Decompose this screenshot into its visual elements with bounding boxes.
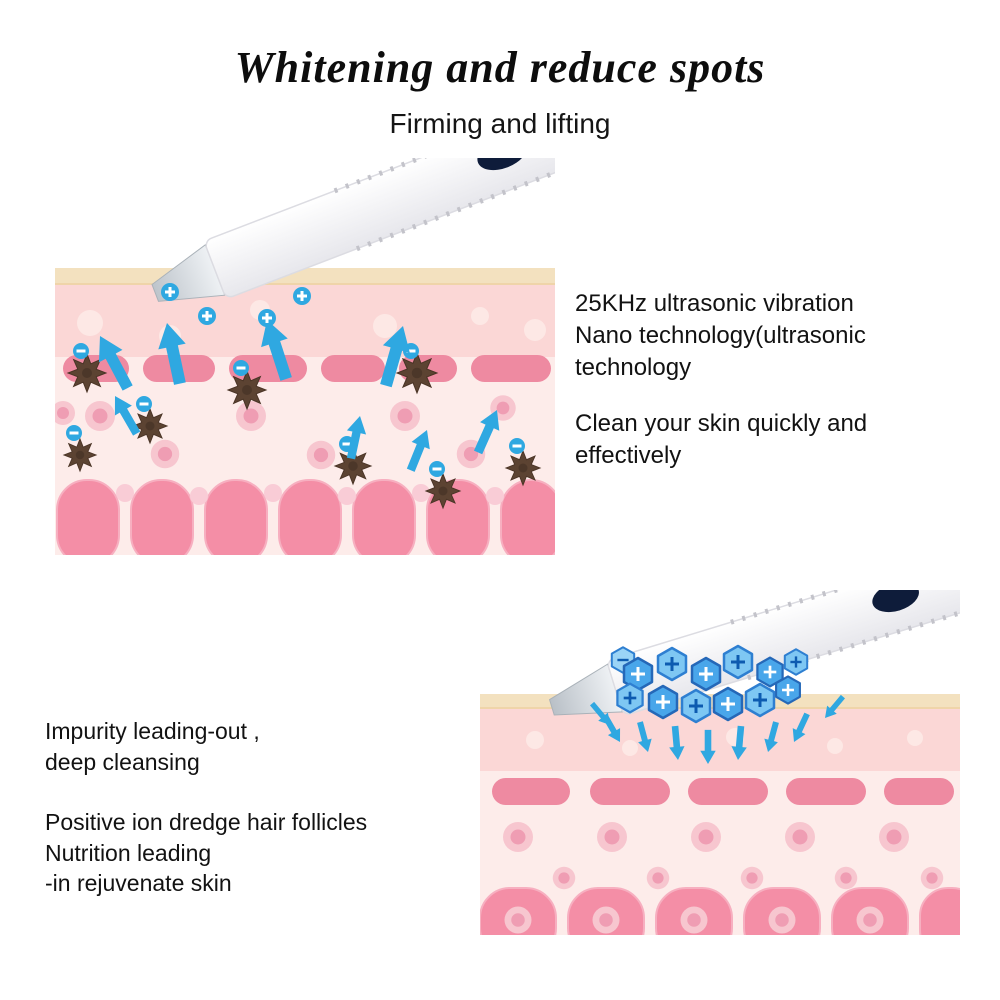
caption-line: 25KHz ultrasonic vibration: [575, 290, 854, 317]
ion-plus-icon: [616, 682, 644, 714]
papillae-layer: [480, 887, 960, 935]
papillae-gap-circles: [116, 484, 504, 505]
caption-line: Positive ion dredge hair follicles: [45, 809, 368, 836]
ion-plus-icon: [783, 648, 809, 676]
device-cap: [872, 590, 919, 613]
impurity-icon: [63, 438, 97, 472]
ultrasonic-extraction-diagram-svg: [55, 158, 555, 555]
caption-line: Clean your skin quickly and: [575, 409, 868, 437]
ion-plus-icon: [680, 688, 712, 724]
minus-icon: [509, 438, 525, 454]
impurity-icon: [132, 408, 168, 444]
impurity-icon: [227, 370, 267, 410]
caption-line: technology: [575, 353, 692, 381]
ion-plus-icon: [712, 686, 744, 722]
device-cap: [477, 158, 528, 171]
plus-icon: [198, 307, 216, 325]
ion-plus-icon: [722, 644, 754, 680]
caption-line: deep cleansing: [45, 748, 200, 775]
impurity-icon: [396, 352, 438, 394]
impurity-icon: [505, 450, 541, 486]
ion-plus-icon: [690, 656, 722, 692]
caption-line: effectively: [575, 441, 682, 469]
ion-plus-icon: [774, 675, 802, 705]
ion-caption: Impurity leading-out , deep cleansing Po…: [45, 716, 440, 922]
ion-plus-icon: [656, 646, 688, 682]
minus-icon: [136, 396, 152, 412]
plus-icon: [161, 283, 179, 301]
minus-icon: [73, 343, 89, 359]
ultrasonic-caption: 25KHz ultrasonic vibration Nano technolo…: [575, 288, 930, 496]
caption-line: Impurity leading-out ,: [45, 718, 260, 744]
caption-line: -in rejuvenate skin: [45, 870, 232, 897]
plus-icon: [258, 309, 276, 327]
caption-line: Nutrition leading: [45, 839, 212, 866]
impurity-icon: [425, 473, 461, 509]
plus-icon: [293, 287, 311, 305]
ion-plus-icon: [647, 684, 679, 720]
positive-ion-infusion-diagram-svg: [480, 590, 960, 935]
papillae-layer: [56, 479, 555, 555]
capsule-layer: [492, 778, 954, 805]
ion-plus-icon: [744, 682, 776, 718]
page-title: Whitening and reduce spots: [234, 43, 766, 92]
infusion-illustration: [480, 590, 960, 935]
minus-icon: [429, 461, 445, 477]
minus-icon: [66, 425, 82, 441]
caption-line: Nano technology(ultrasonic: [575, 321, 866, 349]
page-subtitle: Firming and lifting: [389, 108, 611, 139]
extraction-illustration: [55, 158, 555, 555]
minus-icon: [233, 360, 249, 376]
